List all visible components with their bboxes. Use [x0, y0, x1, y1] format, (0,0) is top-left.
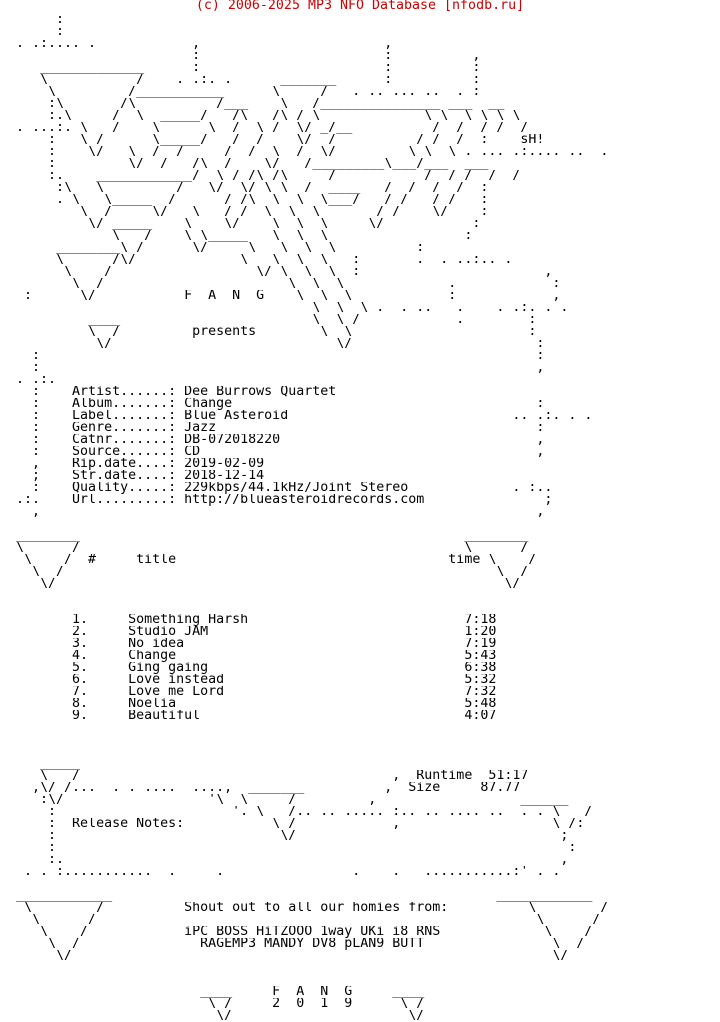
nfo-line: . \ \_____ / / /\ \ \ \___/ / / / / :: [0, 194, 489, 206]
nfo-line: :. ____________/ \ / /\ /\ / / / / / /: [0, 170, 521, 182]
nfo-line: 6. Love instead 5:32: [0, 674, 497, 686]
nfo-line: : Artist......: Dee Burrows Quartet: [0, 386, 337, 398]
nfo-line: 1. Something Harsh 7:18: [0, 614, 497, 626]
nfo-line: , ,: [0, 506, 545, 518]
nfo-line: \ / 2 0 1 9 \ /: [0, 998, 425, 1010]
nfo-line: \ / . .:. . _______ : :: [0, 74, 481, 86]
nfo-line: \ / RAGEMP3 MANDY DV8 pLAN9 BUTT \ /: [0, 938, 585, 950]
nfo-line: : Label.......: Blue Asteroid .. .:. . .: [0, 410, 593, 422]
nfo-line: 2. Studio JAM 1:20: [0, 626, 497, 638]
nfo-line: \ / \ \_____ \ \ \ :: [0, 230, 473, 242]
nfo-line: \ / # title time \ /: [0, 554, 537, 566]
nfo-line: : \/ F A N G \ \ \ : ,: [0, 290, 561, 302]
nfo-line: 9. Beautiful 4:07: [0, 710, 497, 722]
nfo-line: \/ _____ \ \/ \ \ \ \/ :: [0, 218, 481, 230]
nfo-line: [0, 734, 720, 746]
nfo-line: [0, 878, 720, 890]
nfo-line: : Source......: CD ,: [0, 446, 545, 458]
nfo-line: : :: [0, 842, 577, 854]
nfo-database-header: (c) 2006-2025 MP3 NFO Database [nfodb.ru…: [195, 0, 525, 12]
nfo-line: \ / iPC BOSS HiTZOOO 1way UKi i8 RNS \ /: [0, 926, 593, 938]
nfo-line: :\ \ / \/ \/ \ \ / ____ / / / / :: [0, 182, 489, 194]
nfo-line: 3. No idea 7:19: [0, 638, 497, 650]
nfo-line: [0, 974, 720, 986]
nfo-line: : \/ / /\ / \/ /_________\___/___ ___: [0, 158, 489, 170]
nfo-line: [0, 962, 720, 974]
nfo-line: ____ \ \ / . :: [0, 314, 537, 326]
nfo-line: 7. Love me Lord 7:32: [0, 686, 497, 698]
nfo-line: \/ \/: [0, 1010, 425, 1022]
nfo-line: \ / Shout out to all our homies from: \ …: [0, 902, 609, 914]
nfo-line: :\/ '\ \ / , ______: [0, 794, 569, 806]
nfo-line: \ /___________ \ / . .. ... .. . :: [0, 86, 481, 98]
nfo-line: \/ \/: [0, 578, 521, 590]
nfo-line: \ / , Runtime 51:17: [0, 770, 529, 782]
nfo-line: ________\ / \/ \ \ \ \ :: [0, 242, 425, 254]
nfo-line: :: [0, 14, 65, 26]
nfo-line: : Release Notes: \ / , \ /:: [0, 818, 585, 830]
nfo-line: [0, 590, 720, 602]
nfo-line: \ / \/ \ \ \ : ,: [0, 266, 553, 278]
nfo-line: \ \ \ . . .. . . .:. . .: [0, 302, 569, 314]
nfo-line: .:. Url.........: http://blueasteroidrec…: [0, 494, 553, 506]
nfo-line: :.\ / \ _____/ /\ /\ / \ \ \ \ \ \ \: [0, 110, 521, 122]
nfo-line: [0, 602, 720, 614]
nfo-line: \/ \/ :: [0, 338, 545, 350]
nfo-line: \ / \ /: [0, 914, 601, 926]
nfo-line: \ / \ \ \ . :: [0, 278, 561, 290]
nfo-line: [0, 518, 720, 530]
nfo-line: ,\/ /... . . .... ...., _______ , Size 8…: [0, 782, 521, 794]
nfo-line: :. ,: [0, 854, 569, 866]
nfo-line: . ...:. \ / \ \ / \ / \/ _/__ / / / / /: [0, 122, 529, 134]
nfo-line: : \/ \ / / / / \ / \/ \ \ \ . ... .:....…: [0, 146, 609, 158]
nfo-line: 5. Ging gaing 6:38: [0, 662, 497, 674]
nfo-line: : '. \ /.. .. ..... :.. .. .... .. . . \…: [0, 806, 593, 818]
nfo-line: : Album.......: Change :: [0, 398, 545, 410]
nfo-line: : Genre.......: Jazz :: [0, 422, 545, 434]
nfo-line: : Quality.....: 229kbps/44.1kHz/Joint St…: [0, 482, 553, 494]
nfo-line: : \ / \_____/ / / \/ / / / / : sH!: [0, 134, 545, 146]
nfo-line: ________ ________: [0, 530, 529, 542]
nfo-line: ; Str.date....: 2018-12-14: [0, 470, 265, 482]
nfo-line: 8. Noelia 5:48: [0, 698, 497, 710]
nfo-line: . .:.: [0, 374, 57, 386]
nfo-line: : Catnr.......: DB-072018220 ,: [0, 434, 545, 446]
nfo-line: : : ,: [0, 50, 481, 62]
nfo-line: . .:.... . , ,: [0, 38, 393, 50]
nfo-line: :: [0, 26, 65, 38]
nfo-line: _____: [0, 758, 81, 770]
nfo-line: \ / presents \ \ :: [0, 326, 537, 338]
nfo-line: \/ \/: [0, 950, 569, 962]
nfo-line: \ / \/ \ / / \ \ \ / / \/ :: [0, 206, 489, 218]
nfo-line: ____________ ____________: [0, 890, 593, 902]
nfo-line: : ,: [0, 362, 545, 374]
nfo-line: \ / \ /: [0, 566, 529, 578]
nfo-line: [0, 746, 720, 758]
nfo-line: \ /\/ \ \ \ \ : . . ..:.. .: [0, 254, 513, 266]
nfo-line: , Rip.date....: 2019-02-09: [0, 458, 265, 470]
nfo-line: \ / \ /: [0, 542, 529, 554]
nfo-line: _____________ : : :: [0, 62, 481, 74]
nfo-line: ____ F A N G ____: [0, 986, 425, 998]
nfo-line: 4. Change 5:43: [0, 650, 497, 662]
nfo-line: [0, 722, 720, 734]
nfo-line: . . :........... . . . . ...........:' .…: [0, 866, 561, 878]
nfo-line: : :: [0, 350, 545, 362]
nfo-line: :\ /\ /___ \ /_______________ ___ __: [0, 98, 505, 110]
nfo-line: : \/ ;: [0, 830, 569, 842]
